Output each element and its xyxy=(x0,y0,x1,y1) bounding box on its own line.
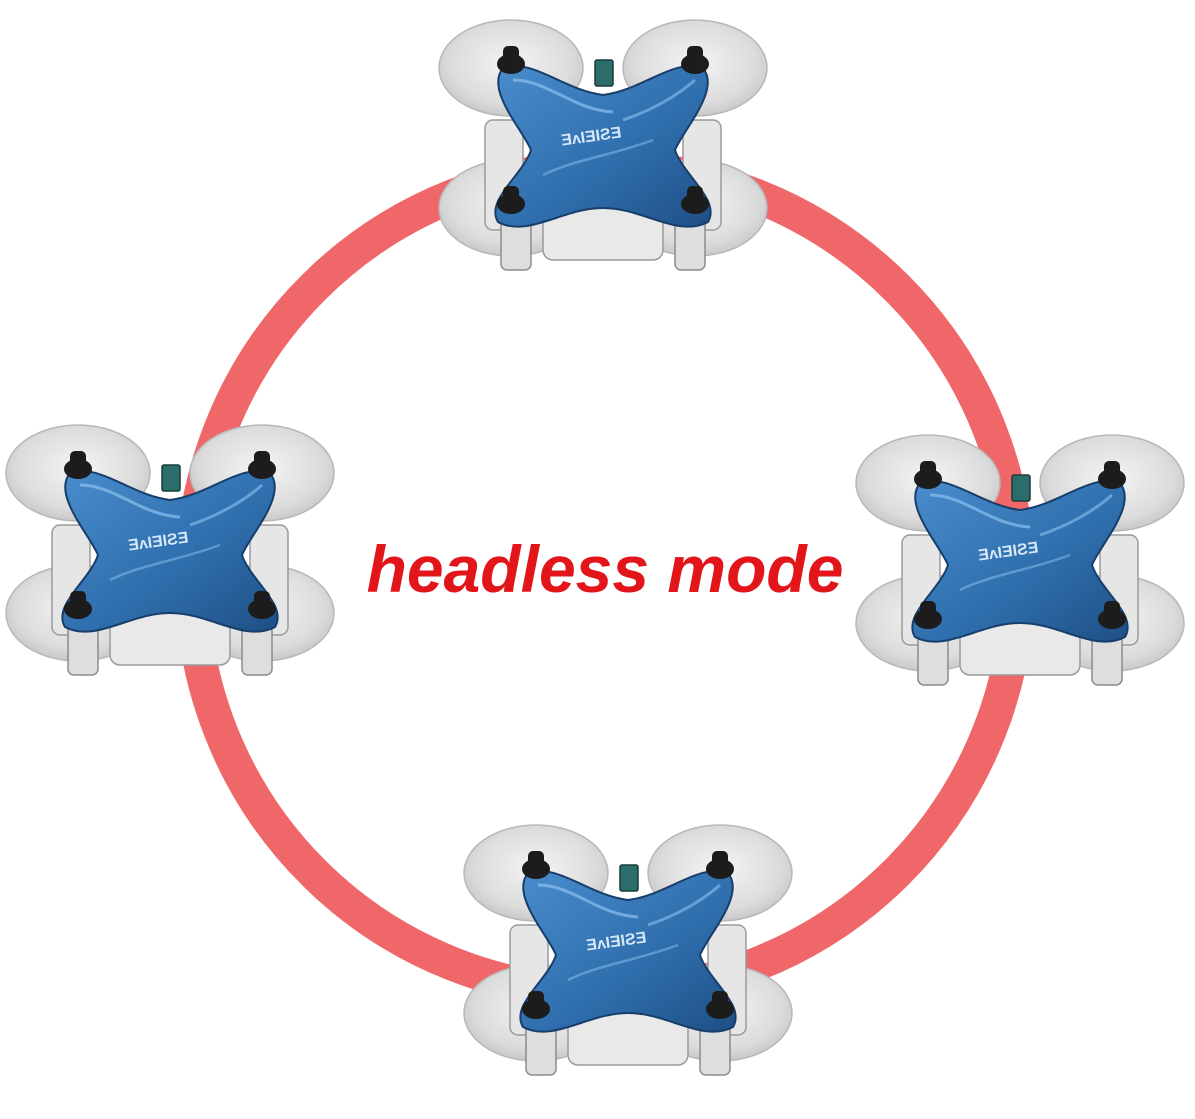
caption-headless-mode: headless mode xyxy=(367,532,844,606)
drone-bottom: ƎʌIƎIƧƎ xyxy=(464,825,792,1075)
drone-left: ƎʌIƎIƧƎ xyxy=(6,425,334,675)
drone-top: ƎʌIƎIƧƎ xyxy=(439,20,767,270)
